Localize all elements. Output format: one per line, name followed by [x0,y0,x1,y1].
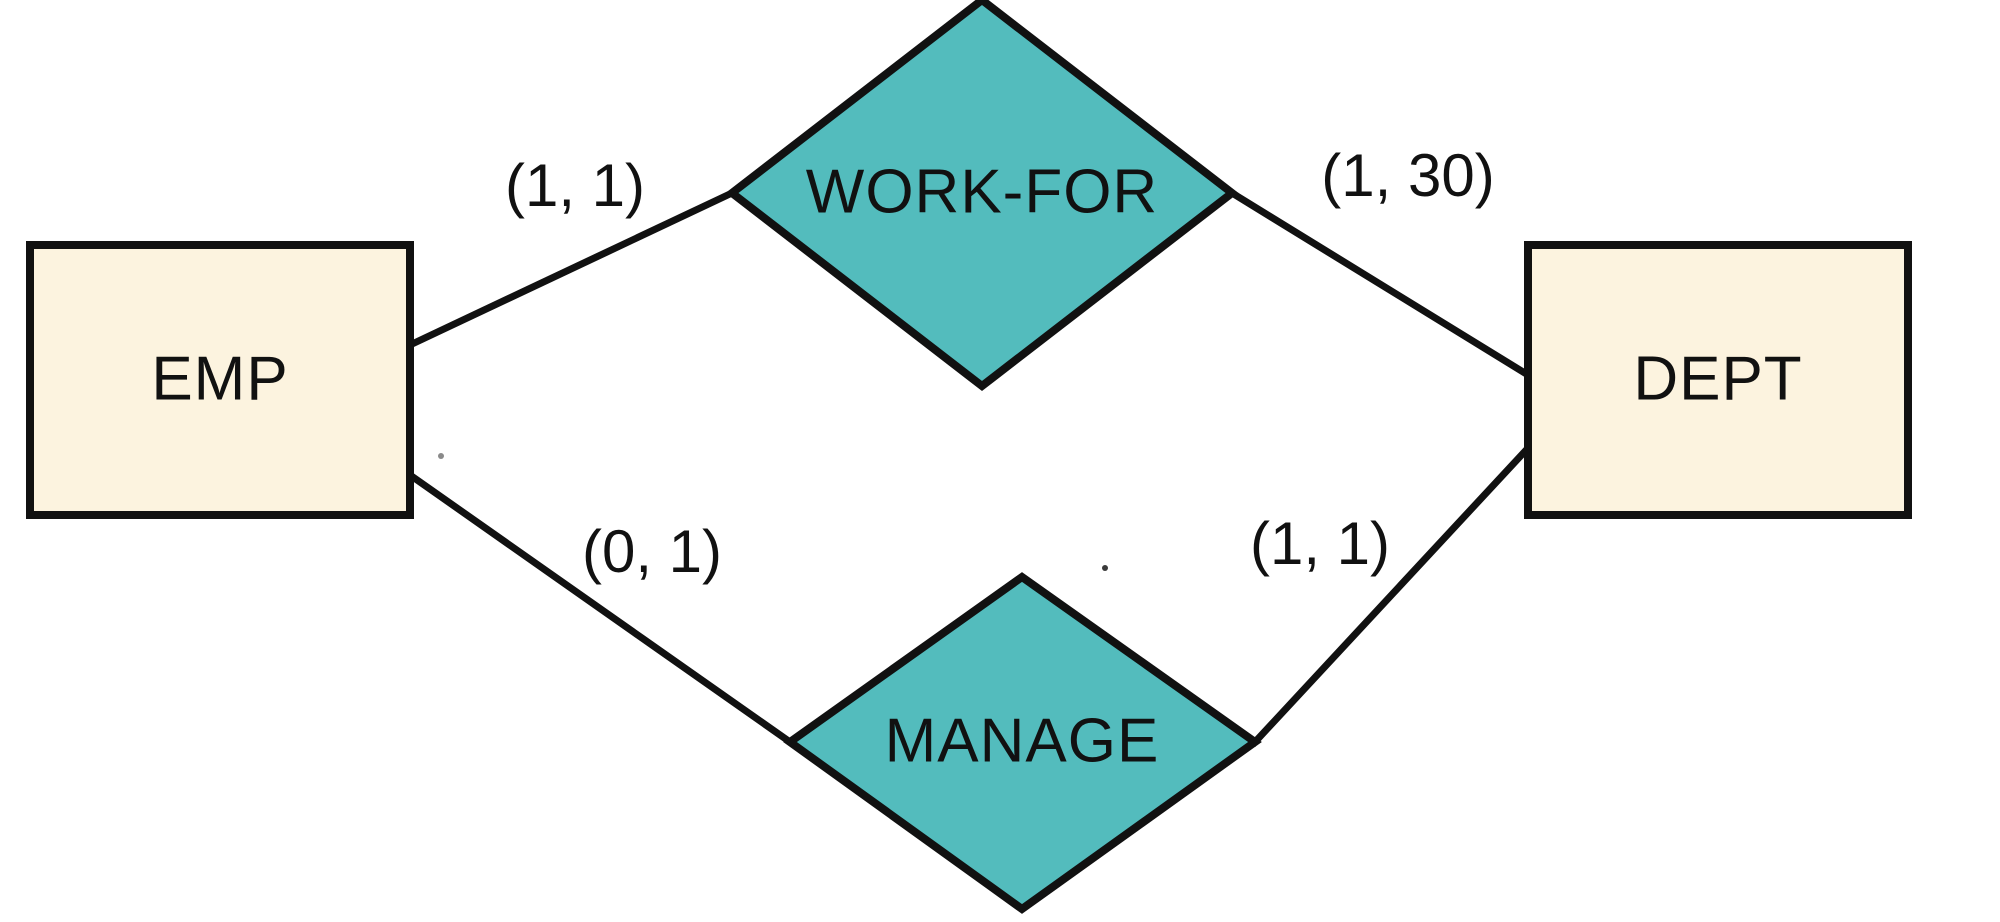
relationship-work-for-label: WORK-FOR [806,157,1158,226]
entity-emp-box[interactable] [26,241,414,519]
speck-left-icon [438,453,444,459]
cardinality-emp-work-for: (1, 1) [505,152,645,219]
entity-dept-box[interactable] [1524,241,1912,519]
connector-emp-work-for[interactable] [405,188,737,350]
entity-emp-label: EMP [151,344,288,413]
entity-dept-label: DEPT [1633,344,1802,413]
entity-emp[interactable]: EMP [26,241,414,519]
cardinality-labels: (1, 1) (1, 30) (0, 1) (1, 1) [505,142,1495,585]
connector-emp-manage[interactable] [405,470,795,747]
connector-manage-dept[interactable] [1250,443,1533,747]
cardinality-emp-manage: (0, 1) [582,518,722,585]
relationship-work-for[interactable]: WORK-FOR [725,0,1239,392]
speck-manage-icon [1102,565,1108,571]
relationship-work-for-diamond[interactable] [725,0,1239,392]
connection-lines [405,188,1533,747]
entity-dept[interactable]: DEPT [1524,241,1912,519]
cardinality-manage-dept: (1, 1) [1250,510,1390,577]
scan-artifacts [438,453,1108,571]
connector-work-for-dept[interactable] [1227,188,1533,380]
relationship-manage[interactable]: MANAGE [783,572,1262,914]
cardinality-work-for-dept: (1, 30) [1321,142,1494,209]
relationship-manage-label: MANAGE [885,706,1160,775]
relationship-manage-diamond[interactable] [783,572,1262,914]
